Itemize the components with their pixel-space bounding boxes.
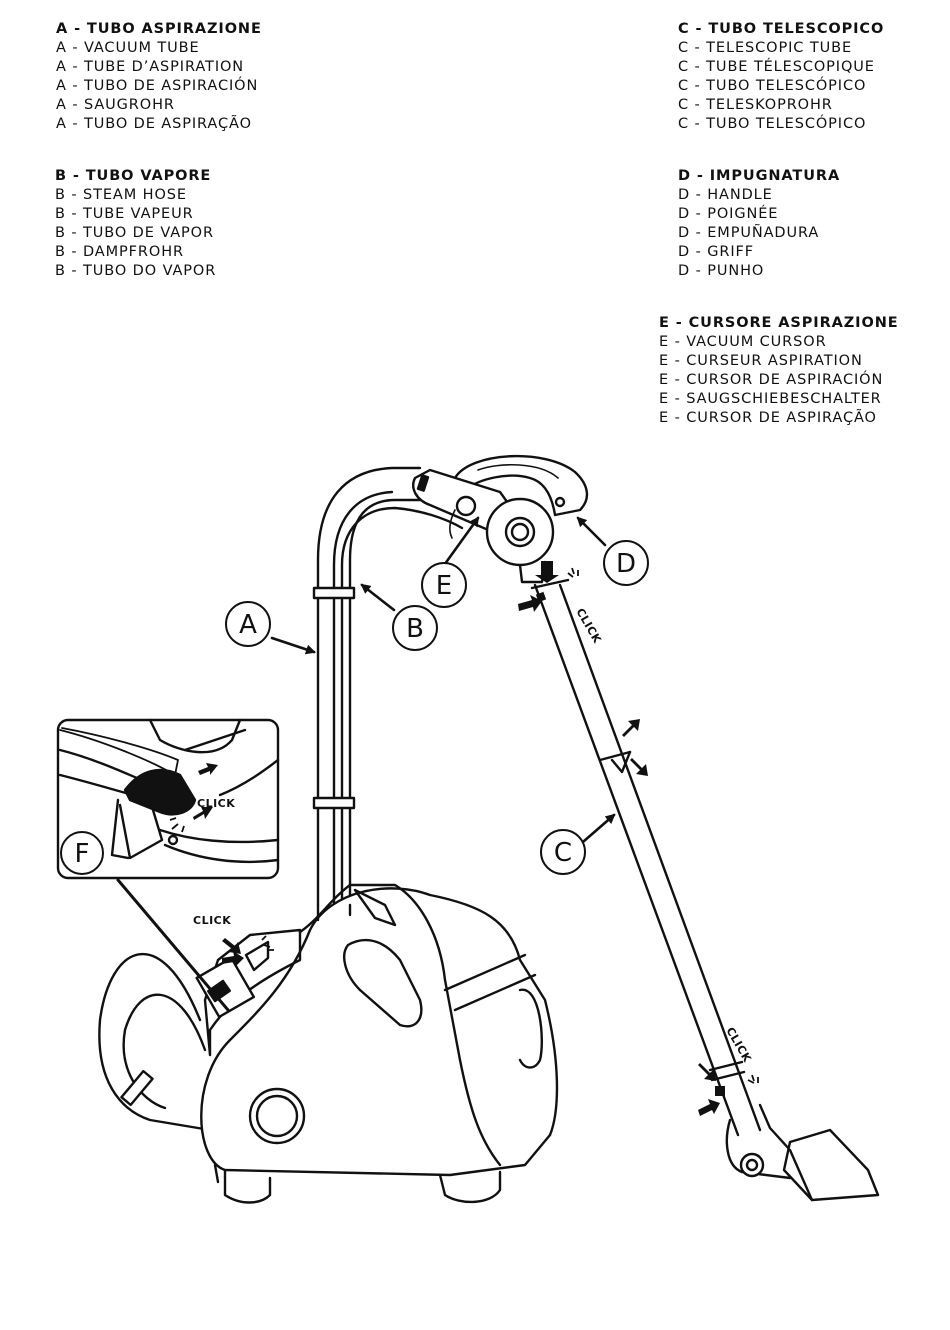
- legend-line: E - CURSOR DE ASPIRAÇÃO: [659, 410, 877, 426]
- callout-label: E: [436, 571, 452, 601]
- legend-heading: E - CURSORE ASPIRAZIONE: [659, 315, 899, 331]
- legend-line: A - VACUUM TUBE: [56, 40, 200, 56]
- legend-line: C - TELESKOPROHR: [678, 97, 833, 113]
- callout-d: D: [603, 540, 649, 586]
- legend-line: D - PUNHO: [678, 263, 765, 279]
- legend-line: A - TUBO DE ASPIRACIÓN: [56, 78, 259, 94]
- callout-label: C: [554, 838, 572, 868]
- direction-arrows: [193, 561, 725, 1116]
- legend-heading: B - TUBO VAPORE: [55, 168, 212, 184]
- callout-e: E: [421, 562, 467, 608]
- legend-line: C - TUBE TÉLESCOPIQUE: [678, 59, 875, 75]
- callout-label: B: [406, 614, 424, 644]
- handle-assembly: [412, 454, 589, 584]
- legend-line: B - DAMPFROHR: [55, 244, 184, 260]
- legend-line: A - TUBO DE ASPIRAÇÃO: [56, 116, 252, 132]
- inset-detail-box: [56, 718, 280, 880]
- legend-line: C - TUBO TELESCÓPICO: [678, 116, 867, 132]
- legend-line: B - STEAM HOSE: [55, 187, 187, 203]
- legend-handle: D - IMPUGNATURA D - HANDLE D - POIGNÉE D…: [678, 167, 840, 281]
- click-label-body: CLICK: [193, 914, 231, 927]
- leader-arrows: [270, 516, 616, 850]
- legend-heading: A - TUBO ASPIRAZIONE: [56, 21, 262, 37]
- legend-line: D - EMPUÑADURA: [678, 225, 820, 241]
- legend-telescopic-tube: C - TUBO TELESCOPICO C - TELESCOPIC TUBE…: [678, 20, 884, 134]
- legend-line: E - CURSEUR ASPIRATION: [659, 353, 863, 369]
- inset-leader-line: [116, 878, 230, 1012]
- legend-vacuum-cursor: E - CURSORE ASPIRAZIONE E - VACUUM CURSO…: [659, 314, 899, 428]
- callout-label: A: [239, 610, 257, 640]
- callout-a: A: [225, 601, 271, 647]
- legend-line: A - SAUGROHR: [56, 97, 175, 113]
- click-label-handle: CLICK: [573, 606, 603, 646]
- callout-label: F: [75, 839, 90, 869]
- legend-line: B - TUBO DO VAPOR: [55, 263, 217, 279]
- callout-label: D: [616, 549, 636, 579]
- legend-vacuum-tube: A - TUBO ASPIRAZIONE A - VACUUM TUBE A -…: [56, 20, 262, 134]
- vacuum-tube-hose: [312, 466, 464, 907]
- legend-line: B - TUBO DE VAPOR: [55, 225, 214, 241]
- callout-c: C: [540, 829, 586, 875]
- legend-line: E - CURSOR DE ASPIRACIÓN: [659, 372, 884, 388]
- legend-line: D - HANDLE: [678, 187, 773, 203]
- legend-line: B - TUBE VAPEUR: [55, 206, 194, 222]
- click-marks: [169, 567, 759, 1084]
- legend-line: E - SAUGSCHIEBESCHALTER: [659, 391, 882, 407]
- legend-line: A - TUBE D’ASPIRATION: [56, 59, 245, 75]
- click-label-inset: CLICK: [197, 797, 235, 810]
- callout-b: B: [392, 605, 438, 651]
- legend-line: D - GRIFF: [678, 244, 754, 260]
- legend-line: E - VACUUM CURSOR: [659, 334, 827, 350]
- legend-line: C - TELESCOPIC TUBE: [678, 40, 853, 56]
- telescopic-tube: [530, 578, 880, 1202]
- legend-heading: D - IMPUGNATURA: [678, 168, 841, 184]
- legend-steam-hose: B - TUBO VAPORE B - STEAM HOSE B - TUBE …: [55, 167, 216, 281]
- callout-f: F: [60, 831, 104, 875]
- legend-line: D - POIGNÉE: [678, 206, 779, 222]
- legend-heading: C - TUBO TELESCOPICO: [678, 21, 885, 37]
- legend-line: C - TUBO TELESCÓPICO: [678, 78, 867, 94]
- vacuum-body: [98, 883, 559, 1204]
